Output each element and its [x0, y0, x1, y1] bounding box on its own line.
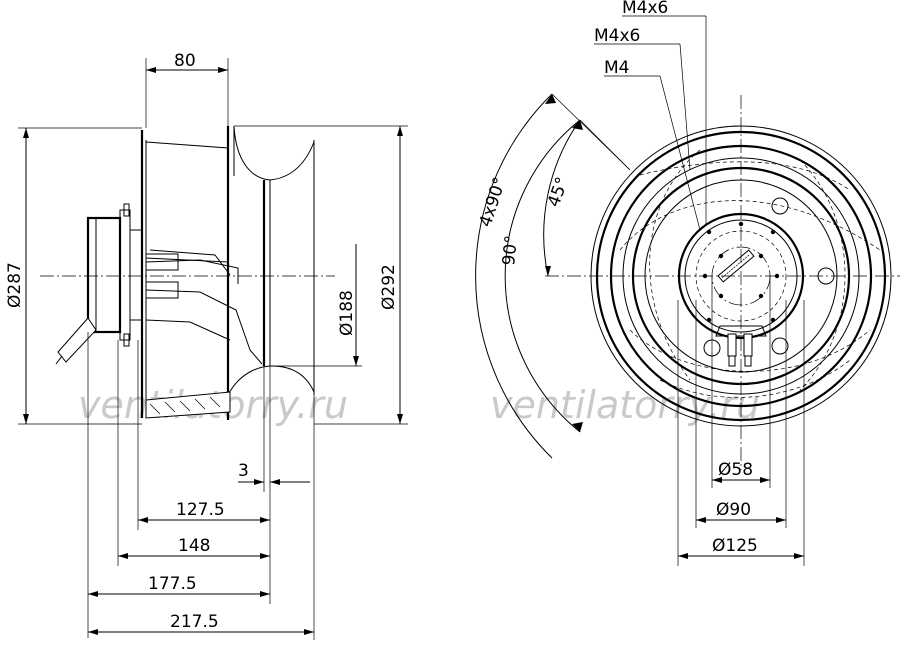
dim-80: 80 [174, 51, 196, 71]
dim-dia-188: Ø188 [337, 290, 357, 336]
front-view: M4x6 M4x6 M4 4x90° 90° 45° Ø58 Ø90 [475, 0, 900, 566]
label-angle-90: 90° [499, 234, 522, 266]
label-angle-45: 45° [544, 175, 573, 210]
connector-box [715, 325, 767, 337]
inlet-curve-top [233, 125, 315, 181]
dim-3: 3 [238, 461, 249, 481]
dim-217-5: 217.5 [170, 612, 219, 632]
dim-148: 148 [178, 536, 210, 556]
watermark-right: ventilatorry.ru [490, 383, 760, 427]
connector-pin-1 [727, 333, 737, 357]
label-m4: M4 [604, 58, 629, 78]
dim-177-5: 177.5 [148, 574, 197, 594]
bolt-holes [702, 221, 780, 323]
blade-upper [145, 141, 229, 263]
blade-lower [145, 289, 263, 365]
label-angle-4x90: 4x90° [476, 175, 511, 230]
dim-dia-292: Ø292 [379, 264, 399, 310]
dim-127-5: 127.5 [176, 500, 225, 520]
arc-90 [504, 119, 581, 433]
dim-dia-287: Ø287 [5, 262, 25, 308]
motor-disc [677, 212, 805, 340]
label-m4x6-mid: M4x6 [594, 26, 640, 46]
dim-dia-125: Ø125 [712, 536, 758, 556]
motor-housing [86, 216, 122, 334]
rating-label [717, 249, 755, 283]
dim-dia-90: Ø90 [716, 500, 751, 520]
arc-45 [543, 119, 581, 277]
bottom-plate [145, 391, 231, 419]
arc-4x90 [475, 93, 553, 459]
label-m4x6-top: M4x6 [622, 0, 668, 18]
motor-flange [119, 209, 131, 341]
motor-hub [129, 229, 143, 321]
side-view: 80 Ø287 Ø188 Ø292 3 127.5 [5, 51, 408, 640]
outer-ring [590, 125, 892, 427]
cable-gland [57, 317, 97, 363]
connector-pin-2 [743, 333, 753, 357]
dim-dia-58: Ø58 [718, 460, 753, 480]
